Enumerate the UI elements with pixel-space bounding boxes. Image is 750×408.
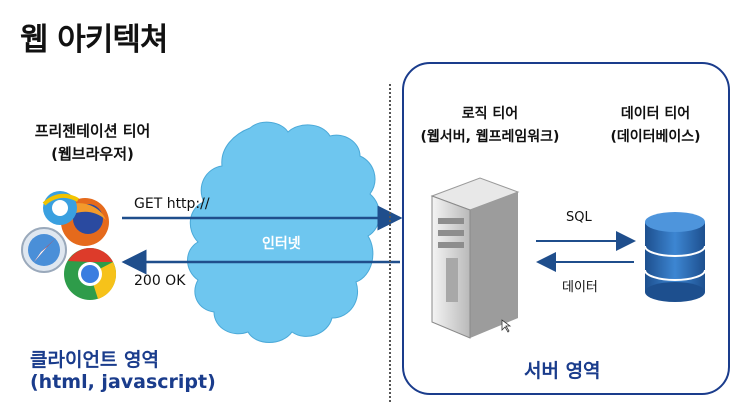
database-icon [644,212,706,302]
data-tier-title: 데이터 티어 [620,106,691,122]
browser-icons [21,191,117,300]
safari-icon [21,227,67,273]
cloud-icon [187,121,380,343]
presentation-tier-title: 프리젠테이션 티어 [34,122,151,140]
sql-label: SQL [566,210,592,225]
presentation-tier-sub: (웹브라우저) [51,145,134,163]
client-area-label: 클라이언트 영역 [30,349,159,371]
server-area-label: 서버 영역 [524,360,601,382]
cloud-label: 인터넷 [262,236,301,252]
ie-icon [42,191,79,225]
mouse-cursor-icon [501,319,512,333]
server-area-box [402,62,730,395]
request-label: GET http:// [134,196,210,212]
data-return-label: 데이터 [562,280,598,295]
logic-tier-title: 로직 티어 [461,106,519,122]
server-icon [430,177,520,339]
client-area-tech: (html, javascript) [30,371,216,393]
logic-tier-sub: (웹서버, 웹프레임워크) [420,129,560,145]
data-tier-sub: (데이터베이스) [610,129,701,145]
client-server-divider [389,84,391,402]
page-title: 웹 아키텍쳐 [20,22,168,58]
chrome-icon [64,248,117,300]
response-label: 200 OK [134,273,186,289]
